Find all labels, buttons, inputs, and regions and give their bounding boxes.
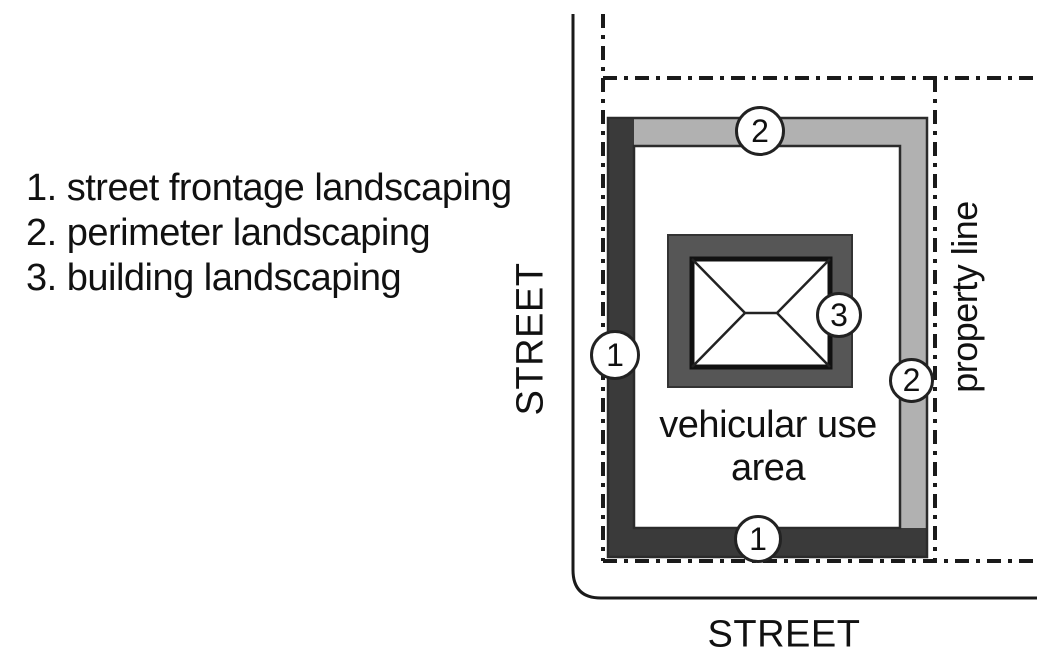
property-line-label: property line bbox=[944, 201, 985, 393]
building-roof-lines bbox=[691, 258, 831, 368]
street-label-left: STREET bbox=[509, 262, 552, 416]
street-edge-line bbox=[571, 14, 1037, 600]
perimeter-band-right bbox=[900, 118, 927, 528]
marker-perimeter-top: 2 bbox=[735, 106, 785, 156]
street-label-bottom: STREET bbox=[707, 613, 861, 656]
vehicular-use-area-line1: vehicular use bbox=[659, 404, 877, 446]
marker-building: 3 bbox=[816, 292, 862, 338]
marker-street-frontage-bottom: 1 bbox=[734, 515, 782, 563]
vehicular-use-area-label: vehicular use area bbox=[659, 404, 877, 490]
marker-street-frontage-left: 1 bbox=[590, 330, 640, 380]
legend: 1. street frontage landscaping 2. perime… bbox=[26, 166, 512, 301]
legend-item-street-frontage: 1. street frontage landscaping bbox=[26, 167, 512, 209]
vehicular-use-area-line2: area bbox=[730, 447, 806, 489]
marker-perimeter-right: 2 bbox=[889, 358, 934, 403]
legend-item-perimeter: 2. perimeter landscaping bbox=[26, 212, 431, 254]
legend-item-building: 3. building landscaping bbox=[26, 257, 402, 299]
